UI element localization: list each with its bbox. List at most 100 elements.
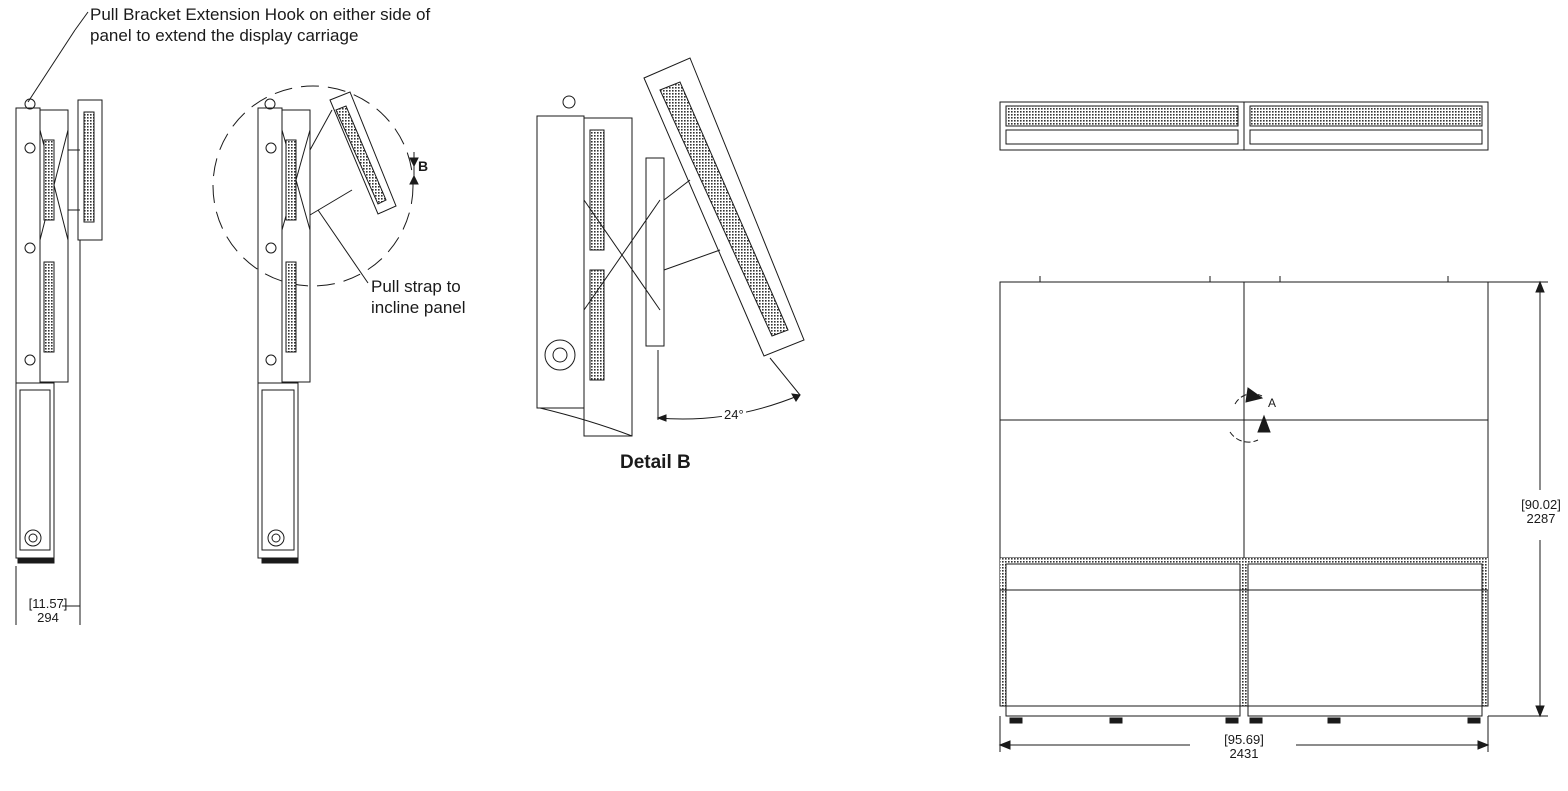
mount-column-upper [258, 108, 282, 383]
section-a-arrow [1246, 388, 1262, 402]
bracket-hook-callout-line1: Pull Bracket Extension Hook on either si… [90, 5, 431, 24]
leveling-foot [1010, 718, 1022, 723]
mount-column-lower [258, 383, 298, 558]
depth-dimension: [11.57] 294 [28, 597, 68, 625]
link-arm [664, 180, 690, 200]
base-wheel-hub [553, 348, 567, 362]
mount-column-inner [20, 390, 50, 550]
width-dim-arrow [1000, 741, 1010, 749]
angle-arrow [792, 394, 800, 401]
pull-strap-callout: Pull strap to incline panel [371, 276, 466, 318]
section-b-label: B [418, 158, 429, 174]
carriage-frame [584, 118, 632, 436]
top-view-base-right [1250, 130, 1482, 144]
bracket-rail [286, 262, 296, 352]
pull-strap-leader [318, 210, 368, 283]
incline-angle: 24° [722, 407, 746, 422]
inclined-panel-detail [660, 82, 788, 336]
bracket-hook [25, 99, 35, 109]
side-view-retracted [16, 12, 102, 625]
section-a-arc [1235, 394, 1262, 404]
pull-strap-callout-line1: Pull strap to [371, 277, 461, 296]
bracket-hook [265, 99, 275, 109]
bracket-hook [563, 96, 575, 108]
detail-boundary-arc [540, 408, 632, 436]
bracket-rail [44, 262, 54, 352]
front-view [1000, 276, 1548, 752]
leveling-foot [1328, 718, 1340, 723]
base-wheel [268, 530, 284, 546]
detail-b-circle [213, 86, 413, 286]
pull-strap-callout-line2: incline panel [371, 298, 466, 317]
column-knob [266, 355, 276, 365]
bracket-hook-leader-diag [28, 30, 75, 102]
leveling-foot [1226, 718, 1238, 723]
depth-mm: 294 [37, 610, 59, 625]
leveling-foot [1250, 718, 1262, 723]
width-dimension: [95.69] 2431 [1213, 733, 1275, 761]
mount-column [537, 116, 584, 408]
carriage-frame [40, 110, 68, 382]
width-dim-arrow [1478, 741, 1488, 749]
inclined-panel-detail [336, 106, 386, 204]
panel-edge-detail [84, 112, 94, 222]
top-view-rail-right [1250, 106, 1482, 126]
height-dim-arrow [1536, 706, 1544, 716]
column-knob [25, 143, 35, 153]
base-wheel [545, 340, 575, 370]
detail-b-title: Detail B [620, 452, 691, 473]
link-arm [310, 190, 352, 215]
inclined-panel [644, 58, 804, 356]
depth-inches: [11.57] [28, 596, 68, 611]
lower-panel-right [1248, 564, 1482, 706]
height-dim-arrow [1536, 282, 1544, 292]
section-a-arrow [1258, 416, 1270, 432]
mount-column-lower [16, 383, 54, 558]
column-knob [266, 143, 276, 153]
extension-bracket [646, 158, 664, 346]
bracket-hook-callout: Pull Bracket Extension Hook on either si… [90, 4, 430, 46]
height-inches: [90.02] [1521, 497, 1561, 512]
width-mm: 2431 [1229, 746, 1259, 761]
leveling-foot [1468, 718, 1480, 723]
inclined-panel [330, 92, 396, 214]
bracket-rail [286, 140, 296, 220]
angle-extension-line [770, 358, 800, 395]
column-knob [25, 243, 35, 253]
bracket-rail [590, 270, 604, 380]
base-wheel-hub [29, 534, 37, 542]
bracket-rail [590, 130, 604, 250]
angle-arrow [658, 415, 666, 421]
column-knob [266, 243, 276, 253]
panel-edge [78, 100, 102, 240]
side-frame [1000, 558, 1006, 706]
section-b-arrow [410, 158, 418, 166]
side-frame [1482, 558, 1488, 706]
lower-panel-left [1006, 564, 1240, 706]
section-b-arrow [410, 176, 418, 184]
height-mm: 2287 [1526, 511, 1556, 526]
base-wheel-hub [272, 534, 280, 542]
mount-column-inner [262, 390, 294, 550]
bracket-hook-leader [75, 12, 88, 30]
base-plinth [1248, 706, 1482, 716]
link-arm [664, 250, 720, 270]
center-frame [1240, 558, 1248, 706]
base-foot [262, 558, 298, 563]
mount-column-upper [16, 108, 40, 383]
section-a-arc [1230, 432, 1258, 442]
width-inches: [95.69] [1224, 732, 1264, 747]
bracket-hook-callout-line2: panel to extend the display carriage [90, 26, 359, 45]
cross-brace [584, 200, 660, 310]
height-dimension: [90.02] 2287 [1516, 498, 1566, 526]
leveling-foot [1110, 718, 1122, 723]
side-view-inclined [213, 86, 418, 563]
top-view [1000, 102, 1488, 150]
top-view-rail-left [1006, 106, 1238, 126]
link-arm [310, 110, 332, 150]
bracket-rail [44, 140, 54, 220]
carriage-frame [282, 110, 310, 382]
base-plinth [1006, 706, 1240, 716]
